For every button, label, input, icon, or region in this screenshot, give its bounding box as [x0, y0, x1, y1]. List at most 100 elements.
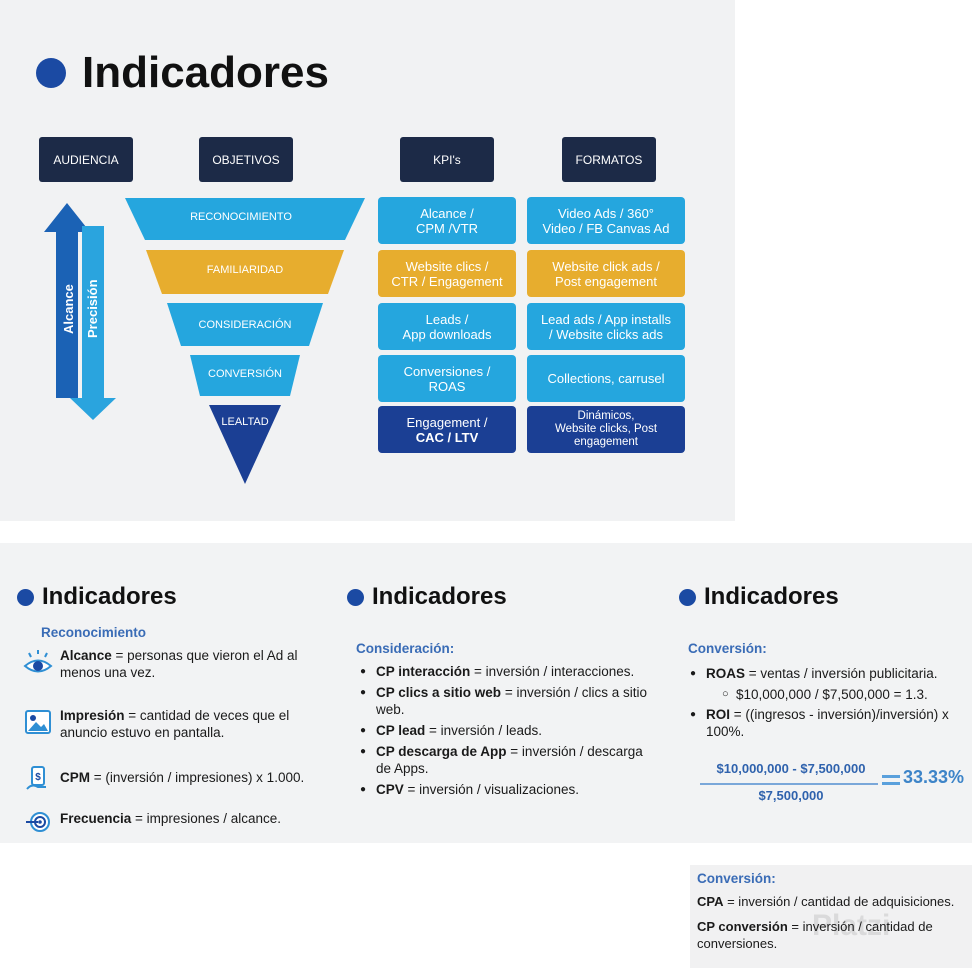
definition: = inversión / descarga de Apps.	[376, 744, 643, 776]
title-bullet-dot	[36, 58, 66, 88]
panel-reconocimiento: Indicadores Reconocimiento Alcance = per…	[0, 543, 330, 843]
def-impresion: Impresión = cantidad de veces que el anu…	[22, 707, 322, 741]
kpi-box-leads: Leads /App downloads	[378, 303, 516, 350]
list-item: CPV = inversión / visualizaciones.	[358, 781, 658, 798]
funnel-label-reconocimiento: RECONOCIMIENTO	[190, 211, 292, 223]
header-formatos: FORMATOS	[562, 137, 656, 182]
definition: = (inversión / impresiones) x 1.000.	[90, 770, 305, 785]
target-icon	[22, 807, 54, 837]
header-kpis: KPI's	[400, 137, 494, 182]
kpi-line: Conversiones /	[403, 363, 491, 379]
formato-line: Video / FB Canvas Ad	[542, 220, 670, 236]
definition: = inversión / cantidad de conversiones.	[697, 919, 933, 951]
formato-box-collections: Collections, carrusel	[527, 355, 685, 402]
precision-label: Precisión	[85, 279, 100, 338]
kpi-line: CTR / Engagement	[391, 273, 503, 289]
term: CP descarga de App	[376, 744, 507, 759]
definition: = inversión / clics a sitio web.	[376, 685, 647, 717]
formato-line: Post engagement	[555, 273, 657, 289]
formato-box-lead-ads: Lead ads / App installs/ Website clicks …	[527, 303, 685, 350]
panel-title: Indicadores	[17, 583, 177, 611]
formula-numerator: $10,000,000 - $7,500,000	[716, 761, 866, 776]
panel-subtitle: Consideración:	[356, 641, 455, 656]
kpi-box-alcance: Alcance /CPM /VTR	[378, 197, 516, 244]
kpi-box-conversiones: Conversiones /ROAS	[378, 355, 516, 402]
funnel-band-consideracion	[167, 303, 323, 346]
formato-line: Website clicks, Post	[554, 423, 658, 435]
slide-title: Indicadores	[36, 48, 329, 98]
funnel-label-conversion: CONVERSIÓN	[208, 367, 282, 380]
header-audiencia: AUDIENCIA	[39, 137, 133, 182]
definition: = ventas / inversión publicitaria.	[745, 666, 938, 681]
def-frecuencia: Frecuencia = impresiones / alcance.	[22, 807, 322, 837]
platzi-watermark: Platzi	[812, 909, 891, 942]
eye-icon	[22, 647, 54, 677]
kpi-box-website-clics: Website clics /CTR / Engagement	[378, 250, 516, 297]
kpi-line: CAC / LTV	[415, 429, 479, 445]
indicators-definitions-slide: Indicadores Reconocimiento Alcance = per…	[0, 543, 972, 843]
card-subtitle: Conversión:	[697, 871, 776, 886]
term: CPM	[60, 770, 90, 785]
kpi-box-engagement: Engagement /CAC / LTV	[378, 406, 516, 453]
slide-title-text: Indicadores	[82, 48, 329, 97]
kpi-line: App downloads	[402, 326, 492, 342]
term: CPA	[697, 894, 724, 909]
definition: = inversión / visualizaciones.	[403, 782, 579, 797]
card-cp-conversion: CP conversión = inversión / cantidad de …	[697, 918, 971, 952]
conversion-list: ROAS = ventas / inversión publicitaria. …	[688, 665, 972, 744]
funnel-label-familiaridad: FAMILIARIDAD	[207, 264, 283, 276]
formato-line: / Website clicks ads	[549, 326, 663, 342]
funnel-band-reconocimiento	[125, 198, 365, 240]
kpi-line: CPM /VTR	[415, 220, 479, 236]
panel-subtitle: Conversión:	[688, 641, 767, 656]
term: CP conversión	[697, 919, 788, 934]
panel-consideracion: Indicadores Consideración: CP interacció…	[330, 543, 670, 843]
definition: = cantidad de veces que el anuncio estuv…	[60, 708, 290, 740]
equals-sign	[882, 775, 900, 787]
conversion-card: Platzi Conversión: CPA = inversión / can…	[690, 865, 972, 968]
title-bullet-dot	[679, 588, 696, 606]
funnel-label-consideracion: CONSIDERACIÓN	[199, 318, 292, 331]
fraction-line	[700, 783, 878, 785]
kpi-line: Leads /	[425, 311, 469, 327]
term: CP lead	[376, 723, 426, 738]
card-cpa: CPA = inversión / cantidad de adquisicio…	[697, 893, 971, 910]
panel-title-text: Indicadores	[372, 583, 507, 610]
definition: = ((ingresos - inversión)/inversión) x 1…	[706, 707, 949, 739]
kpi-line: Alcance /	[420, 205, 474, 221]
funnel-band-conversion	[190, 355, 300, 396]
definition: = inversión / interacciones.	[470, 664, 635, 679]
formato-line: Collections, carrusel	[547, 371, 665, 386]
panel-title: Indicadores	[347, 583, 507, 611]
kpi-line: ROAS	[428, 378, 466, 394]
def-text: Impresión = cantidad de veces que el anu…	[60, 707, 322, 741]
header-objetivos: OBJETIVOS	[199, 137, 293, 182]
formula-result: 33.33%	[903, 767, 965, 787]
formato-line: Dinámicos,	[577, 410, 635, 422]
term: Alcance	[60, 648, 112, 663]
roi-formula: $10,000,000 - $7,500,000 $7,500,000 33.3…	[700, 761, 970, 811]
alcance-label: Alcance	[61, 284, 76, 334]
definition: = inversión / cantidad de adquisiciones.	[723, 894, 955, 909]
panel-title: Indicadores	[679, 583, 839, 611]
formato-line: Website click ads /	[552, 258, 660, 274]
def-alcance: Alcance = personas que vieron el Ad al m…	[22, 647, 322, 681]
title-bullet-dot	[17, 588, 34, 606]
image-icon	[22, 707, 54, 737]
term: Frecuencia	[60, 811, 132, 826]
panel-title-text: Indicadores	[704, 583, 839, 610]
definition: = personas que vieron el Ad al menos una…	[60, 648, 298, 680]
funnel-diagram: Alcance Precisión RECONOCIMIENTO FAMILIA…	[44, 198, 365, 484]
funnel-label-lealtad: LEALTAD	[221, 416, 268, 428]
list-item-roi: ROI = ((ingresos - inversión)/inversión)…	[688, 706, 972, 740]
term: CPV	[376, 782, 404, 797]
list-item: CP interacción = inversión / interaccion…	[358, 663, 658, 680]
def-text: Alcance = personas que vieron el Ad al m…	[60, 647, 322, 681]
formato-line: Video Ads / 360°	[557, 205, 655, 221]
funnel-slide: Indicadores AUDIENCIA OBJETIVOS KPI's FO…	[0, 0, 735, 521]
term: Impresión	[60, 708, 125, 723]
title-bullet-dot	[347, 588, 364, 606]
def-cpm: $ CPM = (inversión / impresiones) x 1.00…	[22, 764, 322, 794]
kpi-line: Website clics /	[405, 258, 489, 274]
list-item: CP lead = inversión / leads.	[358, 722, 658, 739]
